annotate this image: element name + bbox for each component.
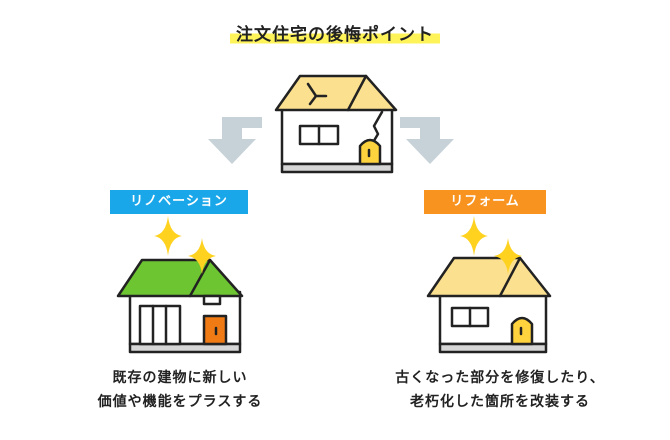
reform-badge: リフォーム: [424, 190, 546, 214]
arrow-right-icon: [400, 117, 454, 164]
reform-house-icon: [426, 256, 552, 354]
reform-desc-line: 老朽化した箇所を改装する: [410, 394, 590, 410]
renovation-label: リノベーション: [130, 194, 228, 209]
reform-description: 古くなった部分を修復したり、 老朽化した箇所を改装する: [355, 366, 645, 414]
reform-desc-line: 古くなった部分を修復したり、: [395, 370, 605, 386]
renovation-desc-line: 価値や機能をプラスする: [97, 394, 263, 410]
damaged-house-icon: [274, 74, 398, 174]
sparkle-icon: [460, 216, 488, 256]
title-text: 注文住宅の後悔ポイント: [230, 20, 440, 45]
sparkle-icon: [188, 238, 216, 274]
renovation-badge: リノベーション: [110, 190, 248, 214]
renovation-description: 既存の建物に新しい 価値や機能をプラスする: [60, 366, 300, 414]
renovation-house-icon: [116, 258, 244, 354]
diagram-title: 注文住宅の後悔ポイント: [0, 20, 670, 45]
renovation-desc-line: 既存の建物に新しい: [112, 370, 248, 386]
sparkle-icon: [494, 238, 522, 274]
arrow-left-icon: [208, 117, 262, 164]
reform-label: リフォーム: [450, 194, 520, 209]
sparkle-icon: [154, 216, 182, 256]
